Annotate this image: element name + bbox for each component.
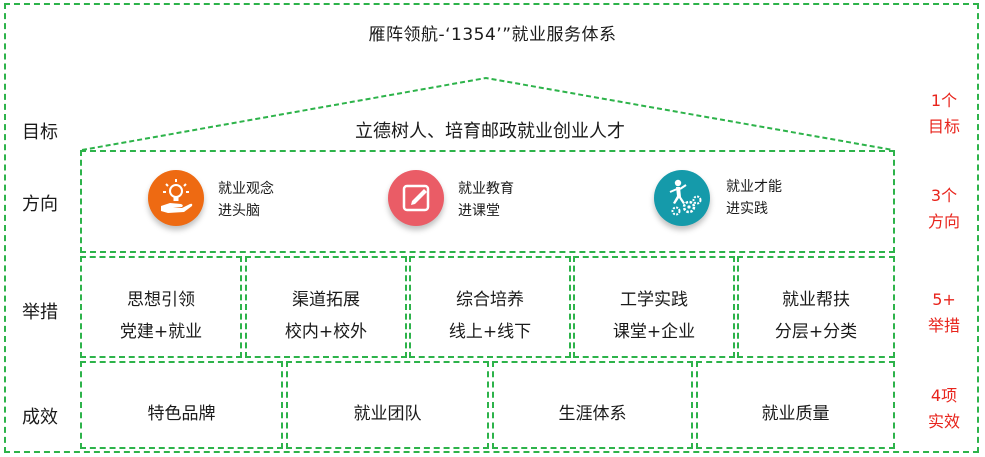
measure-title: 思想引领 xyxy=(127,290,195,310)
direction-line2: 进实践 xyxy=(726,201,768,217)
measure-item: 思想引领 党建+就业 xyxy=(80,256,242,358)
direction-line1: 就业观念 xyxy=(218,181,274,197)
right-label-direction: 3个 方向 xyxy=(927,186,960,231)
measure-item: 就业帮扶 分层+分类 xyxy=(737,256,895,358)
measure-title: 工学实践 xyxy=(620,290,688,310)
direction-line2: 进课堂 xyxy=(458,203,500,219)
result-item: 就业团队 xyxy=(286,361,489,449)
row-label-direction: 方向 xyxy=(22,194,58,215)
right-label-results: 4项 实效 xyxy=(927,386,960,431)
right-label-goal: 1个 目标 xyxy=(927,91,960,136)
person-gears-icon xyxy=(654,170,710,226)
measure-detail: 分层+分类 xyxy=(774,322,858,342)
measure-detail: 党建+就业 xyxy=(119,322,203,342)
measure-title: 渠道拓展 xyxy=(292,290,360,310)
measure-detail: 线上+线下 xyxy=(448,322,532,342)
result-label: 就业团队 xyxy=(353,404,422,424)
measure-title: 就业帮扶 xyxy=(782,290,850,310)
direction-box xyxy=(80,150,895,253)
lightbulb-hand-icon xyxy=(148,170,204,226)
direction-line1: 就业才能 xyxy=(726,179,782,195)
measure-item: 渠道拓展 校内+校外 xyxy=(245,256,407,358)
direction-line1: 就业教育 xyxy=(458,181,514,197)
page-title: 雁阵领航-‘1354’”就业服务体系 xyxy=(368,25,617,45)
measure-item: 综合培养 线上+线下 xyxy=(409,256,571,358)
measure-detail: 课堂+企业 xyxy=(612,322,696,342)
measure-item: 工学实践 课堂+企业 xyxy=(573,256,735,358)
row-label-goal: 目标 xyxy=(22,122,58,143)
measure-title: 综合培养 xyxy=(456,290,524,310)
goal-text: 立德树人、培育邮政就业创业人才 xyxy=(355,121,625,142)
measure-detail: 校内+校外 xyxy=(284,322,368,342)
row-label-results: 成效 xyxy=(22,407,58,428)
right-label-measures: 5+ 举措 xyxy=(927,290,960,335)
edit-note-icon xyxy=(388,170,444,226)
result-label: 就业质量 xyxy=(761,404,830,424)
result-item: 特色品牌 xyxy=(80,361,283,449)
result-item: 就业质量 xyxy=(696,361,895,449)
direction-line2: 进头脑 xyxy=(218,203,260,219)
result-label: 特色品牌 xyxy=(147,404,216,424)
result-item: 生涯体系 xyxy=(492,361,693,449)
result-label: 生涯体系 xyxy=(558,404,627,424)
outer-frame xyxy=(4,3,979,453)
row-label-measures: 举措 xyxy=(22,302,58,323)
